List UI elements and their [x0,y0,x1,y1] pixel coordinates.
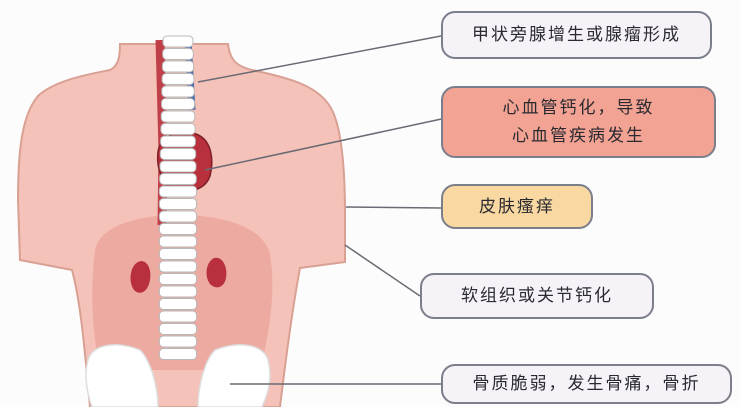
vertebra [163,49,194,60]
vertebra [163,36,193,47]
label-cardio-line1: 心血管钙化，导致 [503,94,655,122]
vertebra [160,174,197,185]
vertebra [159,286,196,297]
label-cardiovascular: 心血管钙化，导致 心血管疾病发生 [441,86,716,158]
vertebra [161,136,196,147]
vertebra [162,86,194,97]
vertebra [159,211,196,222]
vertebra [159,336,196,347]
vertebra [162,74,194,85]
label-bone: 骨质脆弱，发生骨痛，骨折 [441,364,732,404]
vertebra [161,111,195,122]
label-skin-text: 皮肤瘙痒 [479,193,555,221]
label-thyroid: 甲状旁腺增生或腺瘤形成 [441,11,712,59]
vertebra [160,161,196,172]
vertebra [162,61,193,72]
vertebra [159,186,196,197]
leader-thyroid [198,36,441,82]
leader-skin [346,207,441,208]
label-bone-text: 骨质脆弱，发生骨痛，骨折 [473,370,701,398]
vertebra [159,224,196,235]
label-thyroid-text: 甲状旁腺增生或腺瘤形成 [472,21,681,49]
vertebra [159,261,196,272]
label-skin: 皮肤瘙痒 [441,184,593,229]
vertebra [159,349,196,360]
vertebra [162,99,195,110]
vertebra [159,249,196,260]
vertebra [160,149,195,160]
vertebra [161,124,195,135]
vertebra [159,311,196,322]
vertebra [159,199,196,210]
vertebra [159,274,196,285]
vertebra [159,299,196,310]
vertebra [159,236,196,247]
label-cardio-line2: 心血管疾病发生 [512,122,645,150]
vertebra [159,324,196,335]
leader-soft [345,245,420,296]
label-soft-tissue: 软组织或关节钙化 [420,273,654,319]
label-soft-text: 软组织或关节钙化 [461,282,613,310]
